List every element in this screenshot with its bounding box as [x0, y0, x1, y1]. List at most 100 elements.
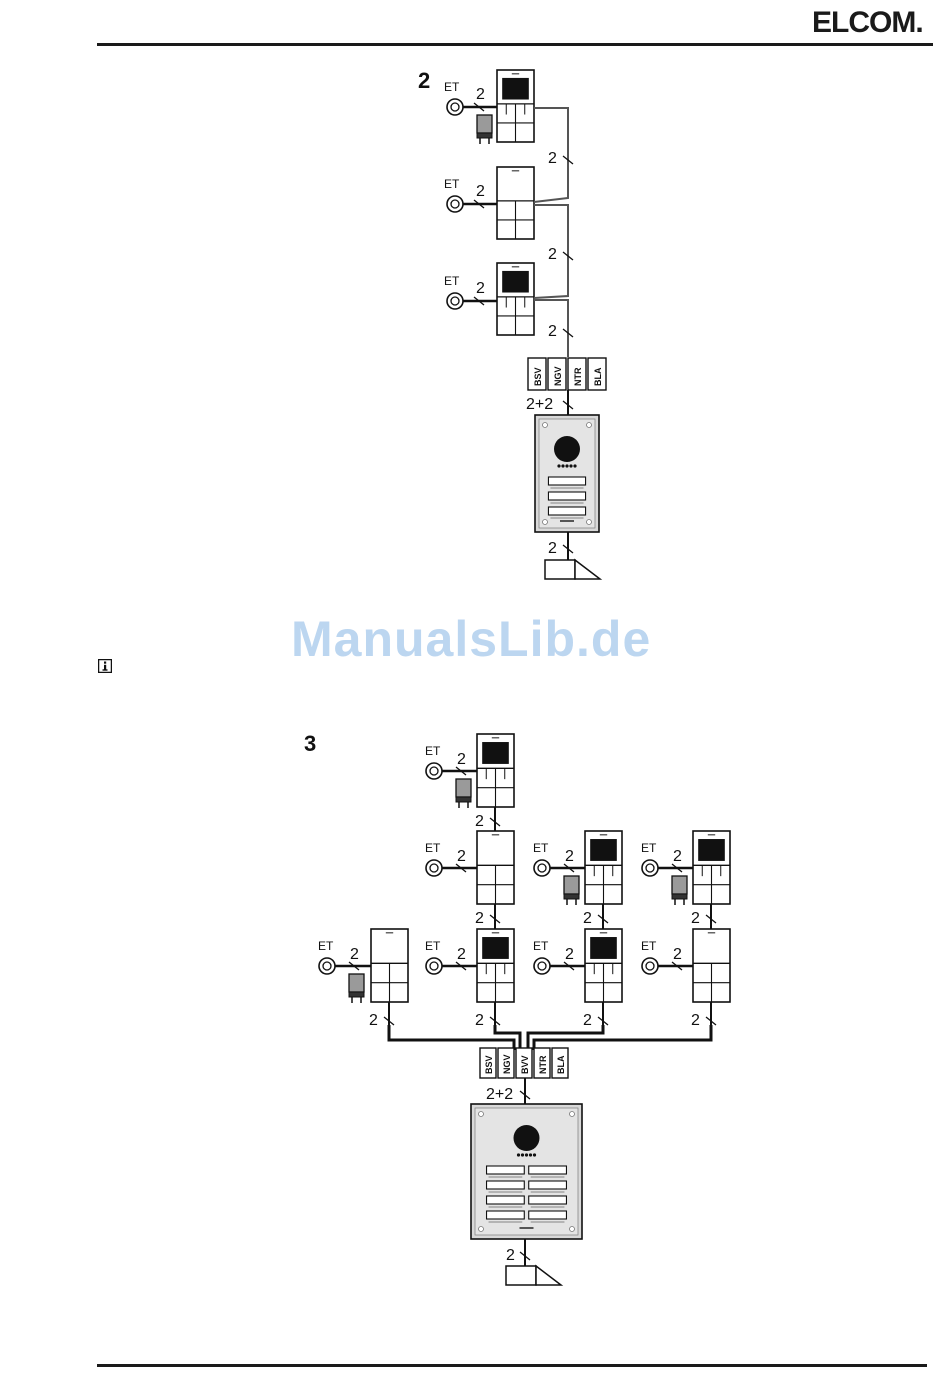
- screw: [479, 1227, 484, 1232]
- screw: [570, 1112, 575, 1117]
- brand-mark: [560, 520, 574, 522]
- power-adapter-icon: [564, 876, 579, 905]
- screw: [543, 520, 548, 525]
- adapter-body: [672, 876, 687, 894]
- screw: [587, 423, 592, 428]
- et-button-icon: [534, 860, 550, 876]
- name-button: [548, 492, 585, 500]
- brand-mark: [386, 932, 393, 934]
- wire-count-label: 2: [673, 946, 682, 963]
- name-button: [529, 1196, 567, 1204]
- name-button: [487, 1181, 525, 1189]
- wire-count-label: 2: [475, 1012, 484, 1029]
- wire-count-label: 2: [476, 183, 485, 200]
- adapter-base: [349, 992, 364, 997]
- wire-count-label: 2: [457, 946, 466, 963]
- et-ring: [538, 962, 546, 970]
- et-ring: [323, 962, 331, 970]
- adapter-body: [477, 115, 492, 133]
- et-ring: [430, 962, 438, 970]
- et-ring: [430, 864, 438, 872]
- et-button-icon: [642, 958, 658, 974]
- wire-count-label: 2: [691, 910, 700, 927]
- module-label: BLA: [593, 367, 603, 386]
- adapter-base: [564, 894, 579, 899]
- figure-3: ET22ET2ET2ET2222ET2ET2ET2ET22222BSVNGVBV…: [318, 734, 730, 1285]
- et-label: ET: [425, 841, 441, 855]
- opener-bolt: [536, 1266, 561, 1285]
- power-adapter-icon: [672, 876, 687, 905]
- et-button-icon: [447, 196, 463, 212]
- module-label: BLA: [556, 1055, 566, 1074]
- speaker-hole: [533, 1153, 536, 1156]
- adapter-body: [349, 974, 364, 992]
- module-label: NGV: [502, 1054, 512, 1074]
- et-button-icon: [642, 860, 658, 876]
- brand-mark: [600, 932, 607, 934]
- brand-mark: [492, 737, 499, 739]
- module-label: BSV: [533, 367, 543, 386]
- video-indoor-station: [497, 70, 534, 142]
- wire-count-label: 2+2: [486, 1086, 513, 1103]
- wire-count-label: 2: [457, 848, 466, 865]
- opener-body: [545, 560, 575, 579]
- door-panel: [535, 415, 599, 532]
- wire-count-label: 2: [583, 1012, 592, 1029]
- video-indoor-station: [585, 929, 622, 1002]
- speaker-hole: [557, 464, 560, 467]
- wire-count-label: 2: [506, 1247, 515, 1264]
- figure-2: ET2ET2ET2222BSVNGVNTRBLA2+22: [444, 70, 606, 579]
- et-button-icon: [319, 958, 335, 974]
- name-button: [487, 1196, 525, 1204]
- speaker-hole: [565, 464, 568, 467]
- name-button: [529, 1211, 567, 1219]
- et-ring: [430, 767, 438, 775]
- screw: [570, 1227, 575, 1232]
- power-adapter-icon: [349, 974, 364, 1003]
- et-label: ET: [425, 744, 441, 758]
- et-ring: [451, 297, 459, 305]
- et-label: ET: [641, 939, 657, 953]
- speaker-hole: [561, 464, 564, 467]
- screen: [590, 937, 617, 959]
- module-label: NTR: [573, 367, 583, 386]
- wire-count-label: 2: [476, 86, 485, 103]
- wire-count-label: 2: [583, 910, 592, 927]
- module-label: NTR: [538, 1055, 548, 1074]
- adapter-base: [477, 133, 492, 138]
- et-ring: [451, 200, 459, 208]
- speaker-hole: [517, 1153, 520, 1156]
- camera-icon: [514, 1125, 540, 1151]
- name-button: [487, 1211, 525, 1219]
- door-panel: [471, 1104, 582, 1239]
- et-button-icon: [426, 763, 442, 779]
- wire-count-label: 2: [565, 946, 574, 963]
- module-label: BVV: [520, 1055, 530, 1074]
- et-ring: [646, 864, 654, 872]
- adapter-base: [672, 894, 687, 899]
- adapter-body: [456, 779, 471, 797]
- speaker-hole: [569, 464, 572, 467]
- et-ring: [646, 962, 654, 970]
- wire-count-label: 2: [691, 1012, 700, 1029]
- et-label: ET: [444, 80, 460, 94]
- video-indoor-station: [477, 734, 514, 807]
- wire-count-label: 2: [548, 150, 557, 167]
- et-label: ET: [444, 177, 460, 191]
- audio-indoor-station: [693, 929, 730, 1002]
- wire-count-label: 2: [475, 813, 484, 830]
- et-label: ET: [425, 939, 441, 953]
- module-label: NGV: [553, 366, 563, 386]
- din-module-block: BSV NGV NTR BLA: [528, 358, 606, 390]
- speaker-hole: [525, 1153, 528, 1156]
- bus-wire: [495, 1025, 520, 1050]
- et-button-icon: [447, 293, 463, 309]
- adapter-body: [564, 876, 579, 894]
- wire-count-label: 2: [369, 1012, 378, 1029]
- video-indoor-station: [693, 831, 730, 904]
- et-label: ET: [533, 841, 549, 855]
- et-label: ET: [641, 841, 657, 855]
- module-label: BSV: [484, 1055, 494, 1074]
- screen: [502, 78, 529, 100]
